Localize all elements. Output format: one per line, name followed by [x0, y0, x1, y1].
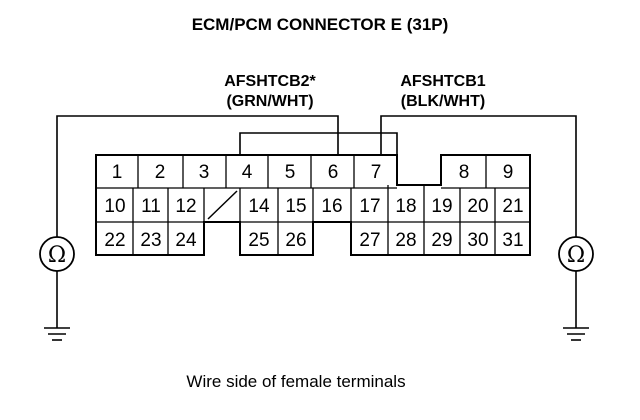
pin-numbers: 1 2 3 4 5 6 7 8 9 10 11 12 14 15 16 17 1… — [104, 162, 523, 251]
probe-wires — [56, 115, 577, 328]
pin-label: 2 — [155, 162, 166, 183]
pin-label: 8 — [459, 162, 470, 183]
pin-label: 16 — [321, 196, 342, 217]
pin-label: 3 — [199, 162, 210, 183]
wire-right-color: (BLK/WHT) — [401, 93, 485, 110]
pin-label: 4 — [242, 162, 253, 183]
right-ground-icon — [563, 327, 589, 341]
pin-label: 26 — [285, 230, 306, 251]
diagram-caption: Wire side of female terminals — [186, 372, 405, 391]
pin-label: 14 — [248, 196, 270, 217]
left-ground-icon — [44, 327, 70, 341]
pin-label: 29 — [431, 230, 452, 251]
pin-label: 28 — [395, 230, 416, 251]
wire-right-name: AFSHTCB1 — [400, 73, 485, 90]
pin-label: 24 — [175, 230, 197, 251]
left-meter-circle — [39, 236, 75, 272]
pin-label: 11 — [141, 196, 161, 217]
pin-label: 9 — [503, 162, 514, 183]
wire-left-name: AFSHTCB2* — [224, 73, 316, 90]
pin-label: 10 — [104, 196, 125, 217]
connector-lock-tab — [239, 132, 398, 155]
pin-label: 18 — [395, 196, 416, 217]
pin-label: 1 — [112, 162, 123, 183]
pin-label: 25 — [248, 230, 269, 251]
pin-label: 30 — [467, 230, 488, 251]
pin-label: 31 — [502, 230, 523, 251]
right-meter-circle — [558, 236, 594, 272]
left-probe-wire — [56, 115, 339, 237]
pin-label: 22 — [104, 230, 125, 251]
ohm-icon: Ω — [567, 243, 585, 268]
right-ohmmeter: Ω — [558, 236, 594, 272]
pin-label: 15 — [285, 196, 306, 217]
right-probe-wire — [380, 115, 577, 237]
pin-label: 27 — [359, 230, 380, 251]
ohm-icon: Ω — [48, 243, 66, 268]
left-ohmmeter: Ω — [39, 236, 75, 272]
pin-label: 7 — [371, 162, 382, 183]
pin-label: 5 — [285, 162, 296, 183]
diagram-title: ECM/PCM CONNECTOR E (31P) — [192, 15, 449, 34]
pin-label: 17 — [359, 196, 380, 217]
pin-label: 12 — [175, 196, 196, 217]
pin-label: 19 — [431, 196, 452, 217]
wire-left-color: (GRN/WHT) — [226, 93, 313, 110]
pin-label: 20 — [467, 196, 488, 217]
cavity-grid — [96, 155, 530, 255]
pin-label: 21 — [502, 196, 523, 217]
pin-label: 23 — [140, 230, 161, 251]
pin-label: 6 — [328, 162, 339, 183]
